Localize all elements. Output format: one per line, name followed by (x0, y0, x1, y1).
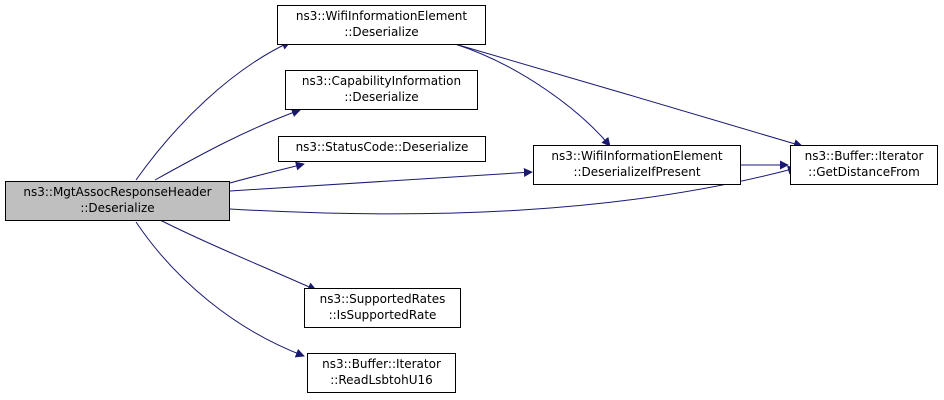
node-status-code-deserialize[interactable]: ns3::StatusCode::Deserialize (278, 136, 486, 162)
node-wifi-information-element-deserialize-if-present[interactable]: ns3::WifiInformationElement ::Deserializ… (533, 145, 741, 185)
edge-root-to-supported-rates (159, 219, 317, 291)
edge-root-to-status (229, 161, 305, 184)
node-label-line-1: ns3::StatusCode::Deserialize (295, 140, 469, 154)
node-label-line-2: ::IsSupportedRate (328, 308, 437, 322)
edge-root-to-capability (154, 108, 301, 181)
node-label-line-1: ns3::MgtAssocResponseHeader (23, 185, 212, 199)
node-label-line-2: ::Deserialize (344, 90, 419, 104)
node-label-line-2: ::Deserialize (80, 201, 155, 215)
node-mgt-assoc-response-header-deserialize[interactable]: ns3::MgtAssocResponseHeader ::Deserializ… (5, 181, 230, 221)
node-supported-rates-is-supported-rate[interactable]: ns3::SupportedRates ::IsSupportedRate (304, 288, 461, 328)
node-label-line-2: ::GetDistanceFrom (808, 165, 920, 179)
edge-wifi-deserialize-to-get-distance (454, 43, 803, 148)
node-label-line-1: ns3::CapabilityInformation (301, 74, 462, 88)
node-label-line-2: ::Deserialize (344, 25, 419, 39)
node-wifi-information-element-deserialize[interactable]: ns3::WifiInformationElement ::Deserializ… (277, 5, 486, 45)
node-label-line-1: ns3::SupportedRates (319, 292, 446, 306)
edge-root-to-wifi-deserialize (135, 41, 291, 181)
node-label-line-2: ::DeserializeIfPresent (573, 165, 701, 179)
edge-root-to-get-distance (229, 165, 797, 215)
edge-root-to-read-lsb (135, 221, 305, 358)
node-label-line-1: ns3::Buffer::Iterator (804, 149, 924, 163)
node-capability-information-deserialize[interactable]: ns3::CapabilityInformation ::Deserialize (285, 70, 478, 110)
node-label-line-1: ns3::Buffer::Iterator (322, 357, 441, 371)
edge-wifi-deserialize-to-wifi-if-present (454, 43, 611, 147)
node-label-line-1: ns3::WifiInformationElement (551, 149, 723, 163)
node-label-line-2: ::ReadLsbtohU16 (330, 373, 433, 387)
node-buffer-iterator-read-lsbtoh-u16[interactable]: ns3::Buffer::Iterator ::ReadLsbtohU16 (307, 353, 456, 393)
node-buffer-iterator-get-distance-from[interactable]: ns3::Buffer::Iterator ::GetDistanceFrom (790, 145, 938, 185)
node-label-line-1: ns3::WifiInformationElement (295, 9, 468, 23)
edge-root-to-wifi-if-present (229, 167, 533, 192)
